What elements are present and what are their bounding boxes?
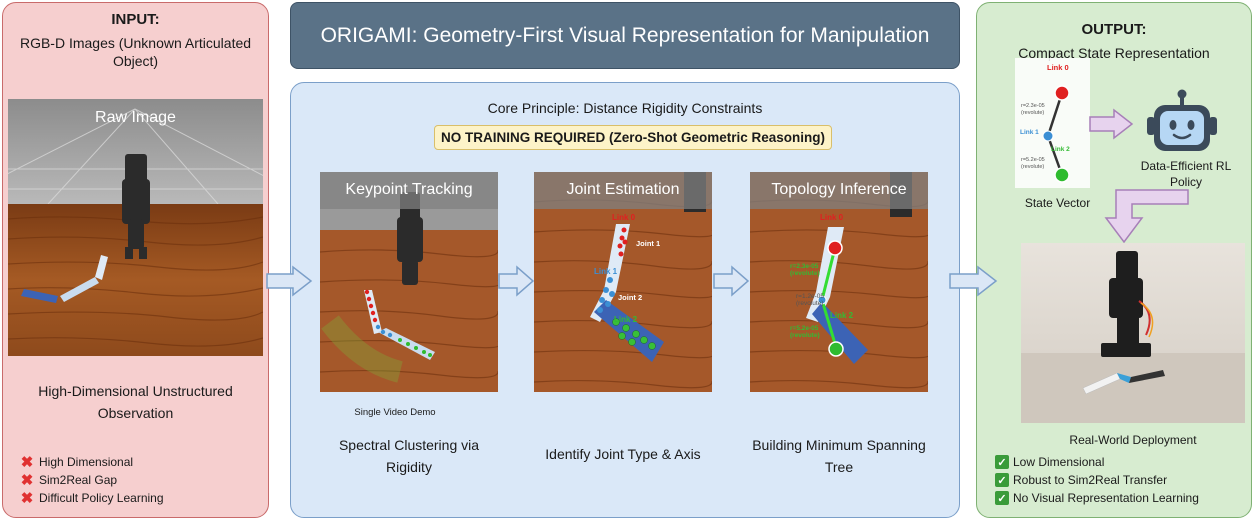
arrow-right-icon [1089, 108, 1134, 140]
state-vector-graph: Link 0 Link 1 Link 2 r=2.3e-05 (revolute… [1015, 58, 1090, 188]
input-subheading: RGB-D Images (Unknown Articulated Object… [19, 35, 252, 69]
link1-label: Link 1 [594, 267, 618, 276]
list-item: ✓Robust to Sim2Real Transfer [995, 471, 1199, 489]
topo-r1-label: r=2.3e-05 [790, 263, 819, 270]
topo-link0-label: Link 0 [820, 213, 844, 222]
arrow-down-icon [1104, 189, 1189, 244]
deployment-label: Real-World Deployment [1069, 433, 1197, 447]
check-mark-icon: ✓ [995, 455, 1009, 469]
joint1-label: Joint 1 [636, 239, 660, 248]
arrow-right-icon [266, 265, 313, 297]
real-world-photo [1021, 243, 1245, 423]
cross-mark-icon: ✖ [20, 490, 34, 507]
topo-r2-label: r=1.2e-05 [796, 293, 824, 300]
graph-revolute1-label: (revolute) [1021, 110, 1044, 116]
raw-image-caption: Raw Image [95, 109, 176, 126]
arrow-right-icon [498, 265, 535, 297]
input-heading: INPUT: [111, 11, 160, 28]
topology-inference-caption: Topology Inference [771, 181, 907, 198]
check-mark-icon: ✓ [995, 491, 1009, 505]
arrow-right-icon [713, 265, 750, 297]
output-subheading: Compact State Representation [1018, 45, 1210, 61]
benefits-list: ✓Low Dimensional ✓Robust to Sim2Real Tra… [995, 453, 1199, 507]
keypoint-tracking-image: Keypoint Tracking [320, 172, 498, 392]
check-mark-icon: ✓ [995, 473, 1009, 487]
list-item: ✓Low Dimensional [995, 453, 1199, 471]
policy-label: Data-Efficient RL Policy [1140, 159, 1232, 189]
core-principle: Core Principle: Distance Rigidity Constr… [487, 100, 763, 116]
topo-revolute3-label: (revolute) [790, 332, 820, 339]
cross-mark-icon: ✖ [20, 454, 34, 471]
graph-revolute3-label: (revolute) [1021, 164, 1044, 170]
graph-link1-label: Link 1 [1020, 129, 1039, 136]
list-item: ✖Sim2Real Gap [20, 472, 118, 489]
step1-description: Spectral Clustering via Rigidity [338, 437, 480, 475]
cross-mark-icon: ✖ [20, 472, 34, 489]
title-text: ORIGAMI: Geometry-First Visual Represent… [320, 23, 930, 47]
topo-link2-label: Link 2 [830, 311, 854, 320]
topology-inference-image: Link 0 r=2.3e-05 (revolute) r=1.2e-05 (r… [750, 172, 928, 392]
single-video-note: Single Video Demo [354, 407, 436, 418]
output-heading: OUTPUT: [1081, 21, 1147, 38]
list-item: ✖Difficult Policy Learning [20, 490, 164, 507]
topo-r3-label: r=5.2e-05 [790, 325, 819, 332]
no-training-banner: NO TRAINING REQUIRED (Zero-Shot Geometri… [434, 125, 832, 150]
raw-image-scene [8, 99, 263, 356]
list-item: ✖High Dimensional [20, 454, 134, 471]
drawbacks-list: ✖High Dimensional ✖Sim2Real Gap ✖Difficu… [19, 453, 164, 507]
robot-icon [1147, 89, 1217, 151]
list-item: ✓No Visual Representation Learning [995, 489, 1199, 507]
keypoint-tracking-caption: Keypoint Tracking [345, 181, 473, 198]
graph-r1-label: r=2.3e-05 [1021, 103, 1045, 109]
page-title: ORIGAMI: Geometry-First Visual Represent… [290, 2, 960, 69]
input-description: High-Dimensional Unstructured Observatio… [38, 383, 233, 421]
raw-image: Raw Image [8, 99, 263, 356]
state-vector-label: State Vector [1024, 196, 1091, 210]
step3-description: Building Minimum Spanning Tree [752, 437, 926, 475]
joint-estimation-image: Link 0 Joint 1 Link 1 Joint 2 Link 2 Joi… [534, 172, 712, 392]
link0-label: Link 0 [612, 213, 636, 222]
step2-description: Identify Joint Type & Axis [545, 446, 701, 462]
arrow-right-icon [949, 265, 998, 297]
graph-r3-label: r=5.2e-05 [1021, 157, 1045, 163]
graph-link0-label: Link 0 [1047, 63, 1069, 72]
link2-label: Link 2 [614, 315, 638, 324]
topo-revolute2-label: (revolute) [796, 300, 823, 307]
graph-link2-label: Link 2 [1051, 146, 1070, 153]
joint2-label: Joint 2 [618, 293, 642, 302]
topo-revolute1-label: (revolute) [790, 270, 820, 277]
joint-estimation-caption: Joint Estimation [566, 181, 680, 198]
